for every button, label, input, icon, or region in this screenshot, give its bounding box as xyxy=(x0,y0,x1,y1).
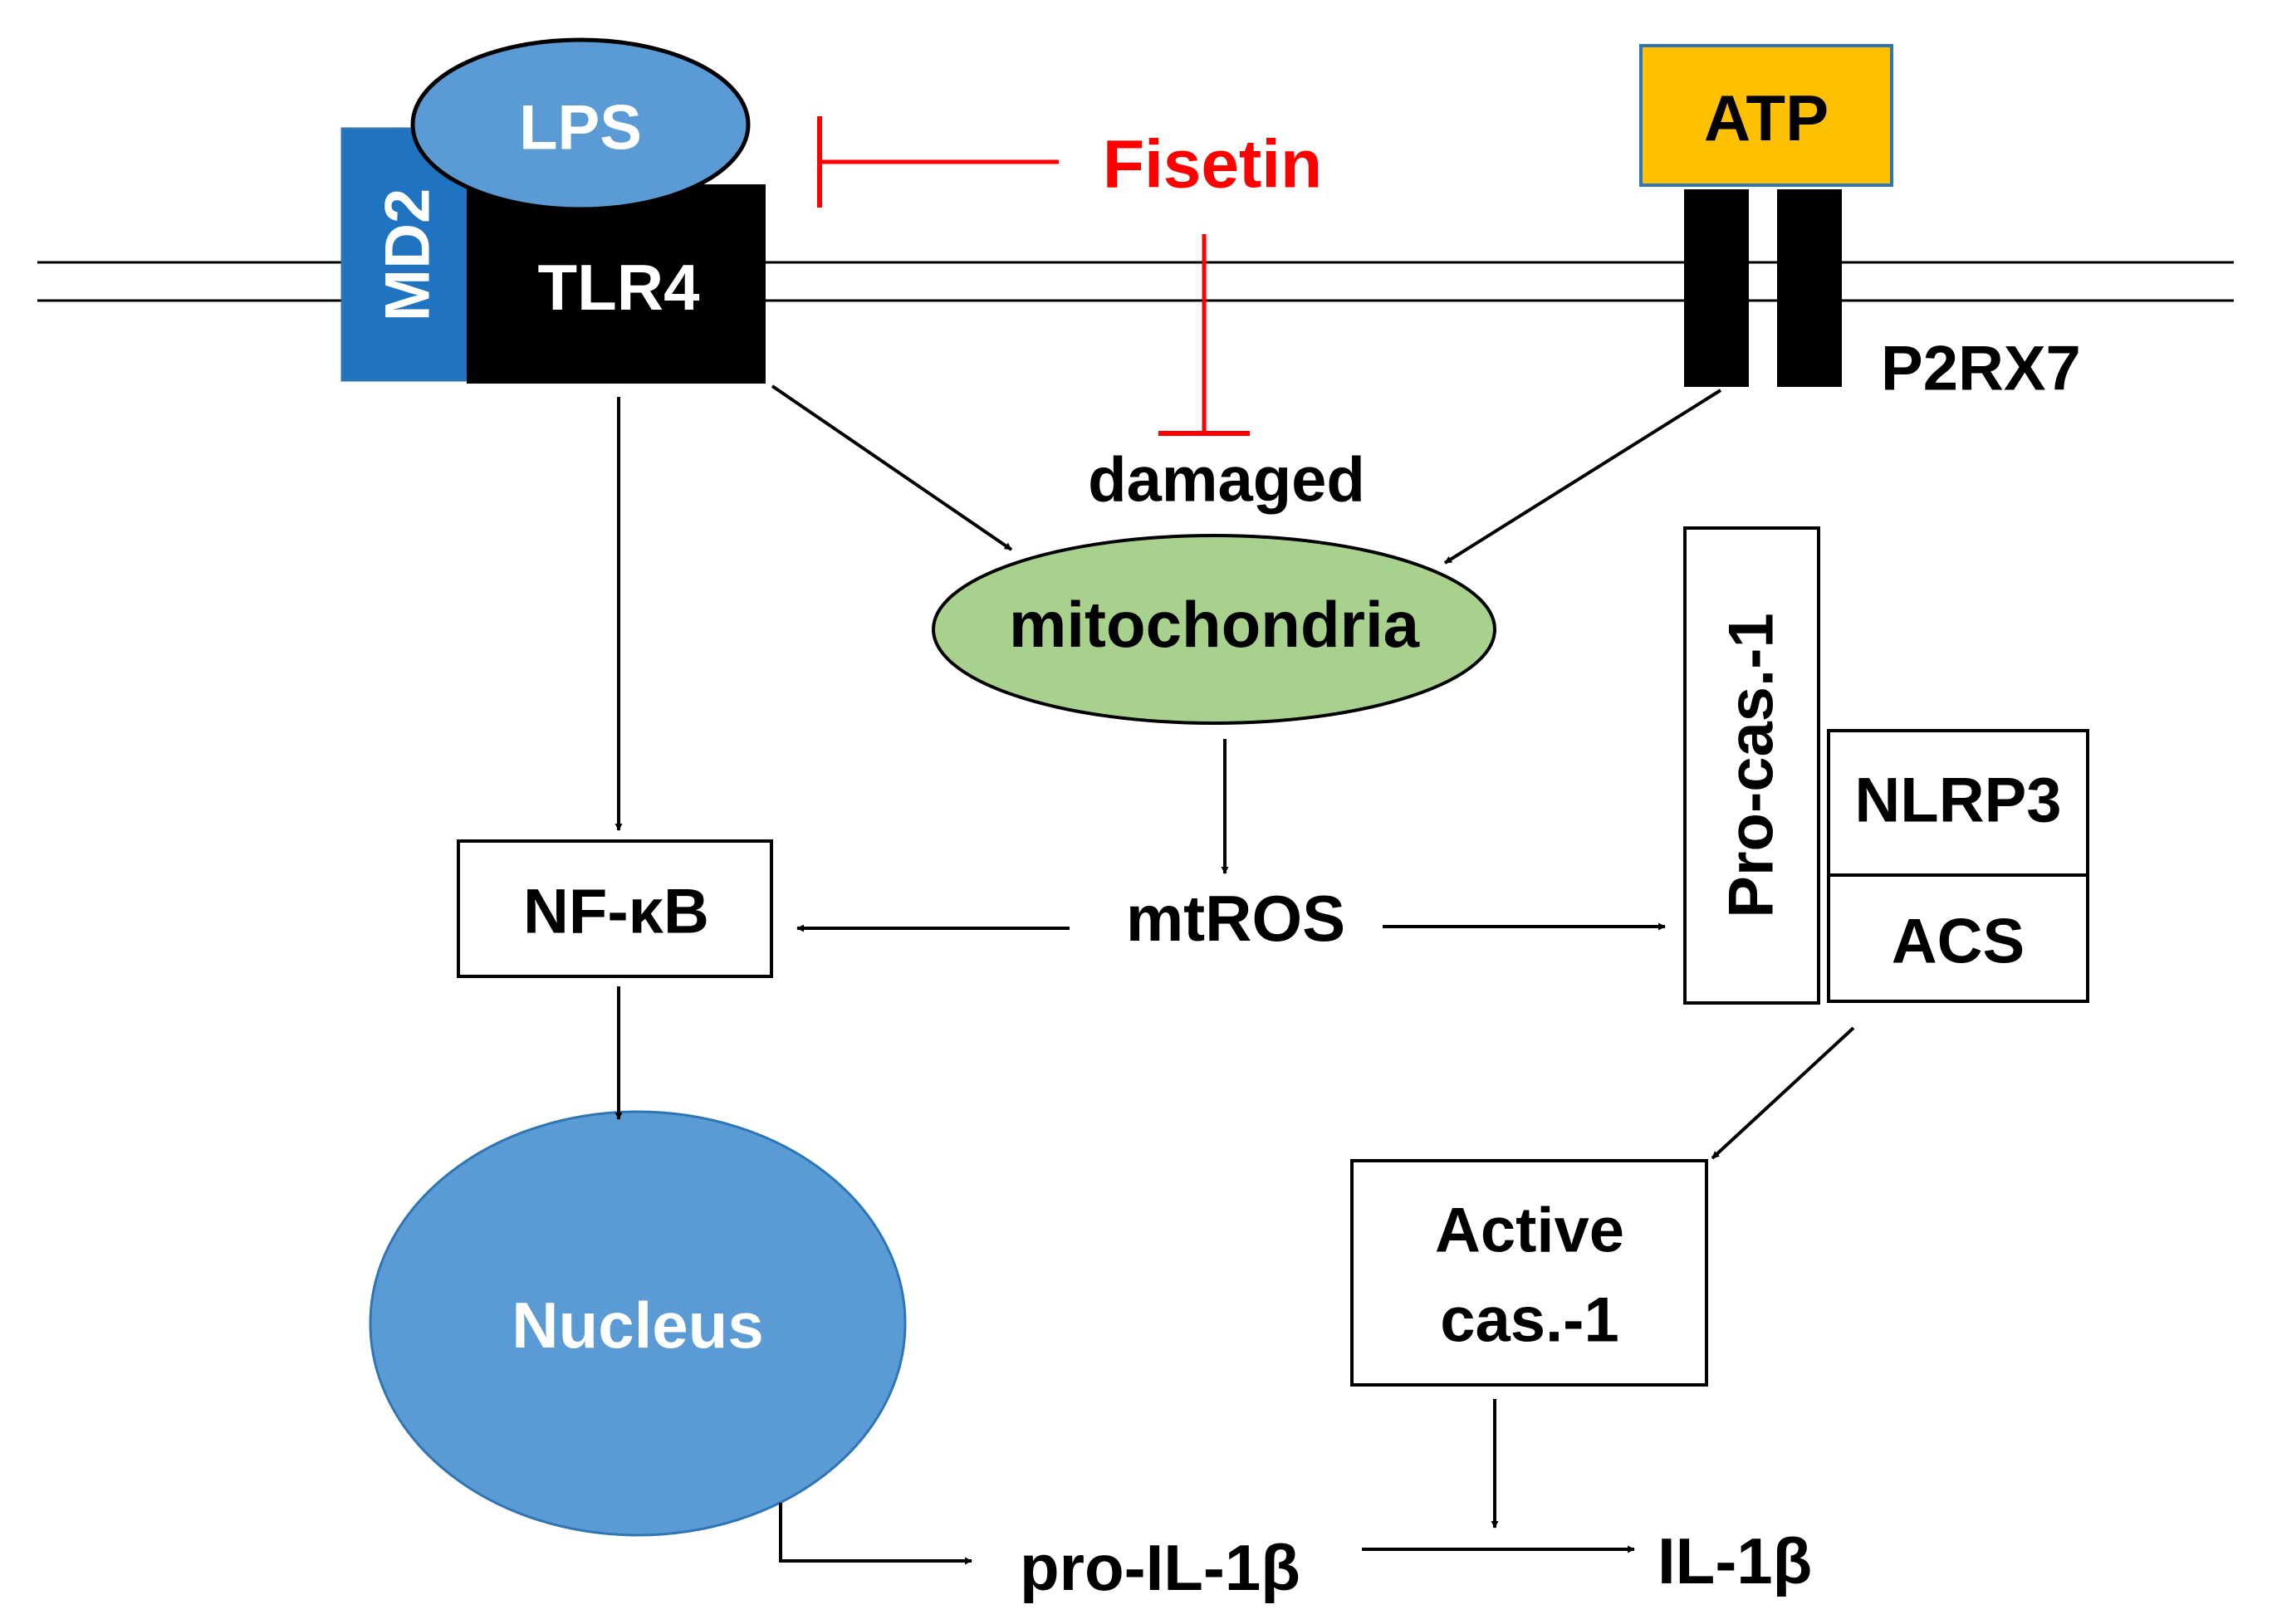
nlrp3-box xyxy=(1827,729,2089,877)
active-caspase-label-line1: Active xyxy=(1435,1196,1624,1266)
tlr4-label: TLR4 xyxy=(538,251,700,324)
mitochondria-label: mitochondria xyxy=(1009,588,1420,661)
nucleus-label: Nucleus xyxy=(512,1289,763,1362)
nfkb-box xyxy=(457,839,773,978)
p2rx7-channel-left xyxy=(1684,189,1749,387)
arrow-tlr4-to-mitochondria xyxy=(771,384,1013,551)
acs-box xyxy=(1827,873,2089,1003)
p2rx7-label: P2RX7 xyxy=(1881,334,2081,404)
atp-box xyxy=(1639,44,1893,187)
arrow-p2rx7-to-mitochondria xyxy=(1443,389,1722,565)
mitochondria-ellipse xyxy=(932,534,1496,725)
pro-caspase-label: Pro-cas.-1 xyxy=(1716,613,1787,918)
tlr4-box xyxy=(467,184,766,384)
p2rx7-channel-right xyxy=(1777,189,1842,387)
md2-label: MD2 xyxy=(373,188,443,321)
lps-ellipse xyxy=(410,37,751,212)
nfkb-label: NF-κB xyxy=(523,877,709,947)
atp-label: ATP xyxy=(1704,81,1829,154)
il1b-label: IL-1β xyxy=(1657,1524,1812,1597)
damaged-label: damaged xyxy=(1088,445,1365,516)
acs-label: ACS xyxy=(1892,907,2025,977)
active-caspase-label-line2: cas.-1 xyxy=(1440,1285,1619,1356)
nlrp3-label: NLRP3 xyxy=(1854,766,2061,836)
pro-il1b-label: pro-IL-1β xyxy=(1020,1531,1300,1604)
lps-label: LPS xyxy=(519,93,642,164)
active-caspase-box xyxy=(1350,1159,1708,1387)
pro-caspase-box xyxy=(1683,526,1820,1005)
arrow-inflammasome-to-active-caspase xyxy=(1711,1026,1855,1160)
mtros-label: mtROS xyxy=(1126,882,1345,955)
nucleus-ellipse xyxy=(369,1110,907,1537)
fisetin-label: Fisetin xyxy=(1103,127,1322,203)
arrow-nucleus-to-pro-il1b xyxy=(779,1503,972,1565)
